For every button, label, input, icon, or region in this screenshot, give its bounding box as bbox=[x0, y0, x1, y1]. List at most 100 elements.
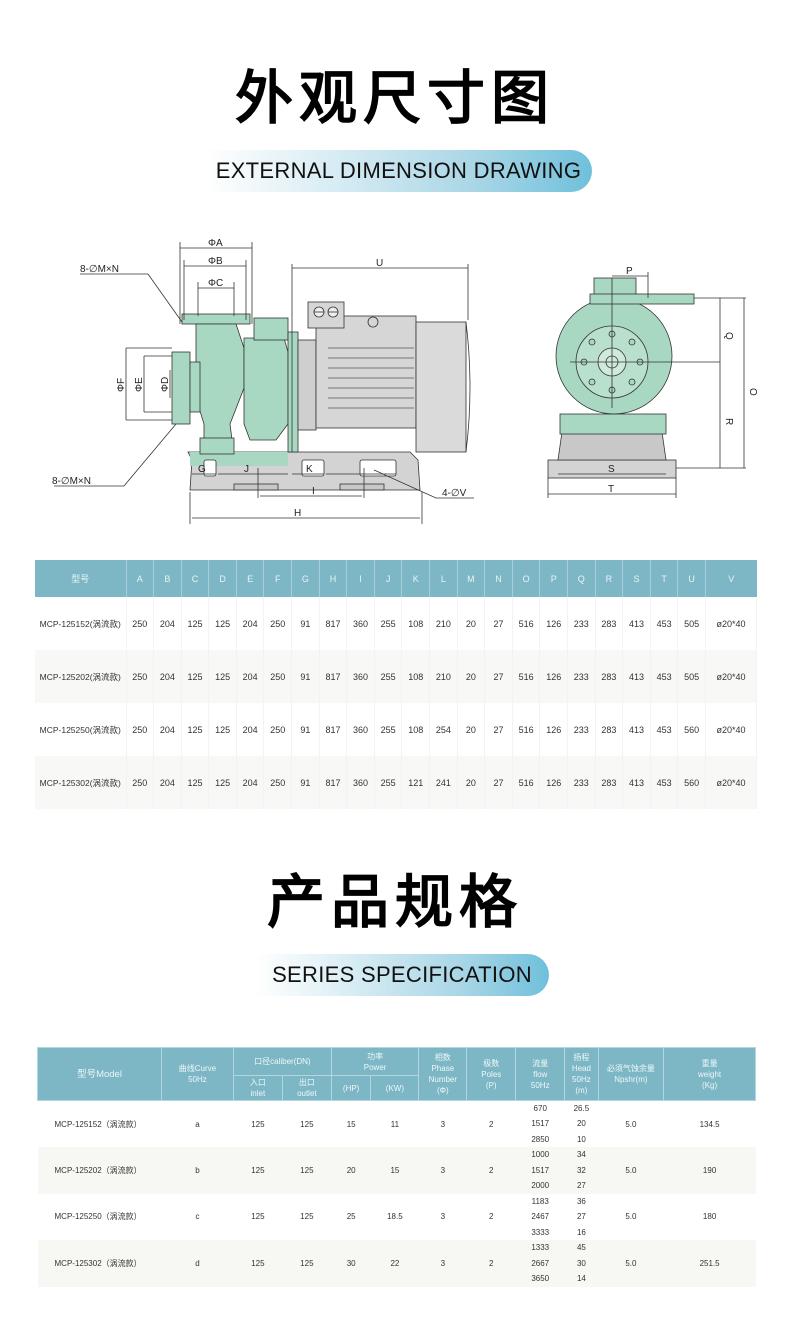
cell-flow: 1000 bbox=[515, 1147, 565, 1163]
cell-J: 255 bbox=[374, 703, 403, 756]
cell-flow: 3650 bbox=[515, 1271, 565, 1287]
cell-N: 27 bbox=[484, 597, 513, 650]
cell-npshr: 5.0 bbox=[598, 1147, 664, 1194]
header-J: J bbox=[374, 560, 403, 597]
cell-Q: 233 bbox=[567, 703, 596, 756]
header-L: L bbox=[429, 560, 458, 597]
cell-F: 250 bbox=[263, 650, 293, 703]
cell-O: 516 bbox=[512, 597, 541, 650]
cell-K: 121 bbox=[401, 756, 431, 809]
cell-H: 817 bbox=[319, 650, 348, 703]
label-Q: Q bbox=[723, 332, 734, 340]
cell-kw: 22 bbox=[370, 1240, 419, 1287]
cell-flow: 670 bbox=[533, 1104, 547, 1113]
label-G: G bbox=[198, 464, 206, 475]
cell-poles: 2 bbox=[489, 1119, 494, 1129]
cell-weight: 180 bbox=[702, 1212, 717, 1222]
label-P: P bbox=[626, 266, 633, 277]
cell-E: 204 bbox=[236, 650, 265, 703]
header-N: N bbox=[484, 560, 513, 597]
header-D: D bbox=[208, 560, 237, 597]
cell-G: 91 bbox=[291, 597, 320, 650]
header-Q: Q bbox=[567, 560, 596, 597]
cell-M: 20 bbox=[457, 756, 486, 809]
subtitle-text: EXTERNAL DIMENSION DRAWING bbox=[215, 158, 582, 183]
cell-Q: 233 bbox=[567, 650, 596, 703]
header-T: T bbox=[650, 560, 679, 597]
cell-model: MCP-125250(涡流款) bbox=[35, 703, 127, 756]
cell-T: 453 bbox=[650, 703, 679, 756]
cell-G: 91 bbox=[291, 650, 320, 703]
cell-model: MCP-125202（涡流款） bbox=[37, 1147, 162, 1194]
cell-head: 27 bbox=[576, 1212, 586, 1222]
cell-inlet: 125 bbox=[233, 1147, 283, 1194]
cell-phase: 3 bbox=[418, 1240, 467, 1287]
cell-hp: 25 bbox=[346, 1212, 356, 1222]
cell-hp: 30 bbox=[331, 1240, 371, 1287]
cell-head: 26.5 bbox=[573, 1104, 590, 1113]
cell-G: 91 bbox=[291, 703, 320, 756]
header-A: A bbox=[126, 560, 155, 597]
cell-hp: 15 bbox=[346, 1119, 356, 1129]
cell-Q: 233 bbox=[567, 756, 596, 809]
cell-O: 516 bbox=[512, 756, 541, 809]
cell-inlet: 125 bbox=[251, 1212, 265, 1222]
cell-head: 16 bbox=[576, 1227, 586, 1237]
cell-phase: 3 bbox=[440, 1212, 446, 1222]
section-title-specification: 产品规格 bbox=[266, 868, 523, 936]
cell-S: 413 bbox=[622, 756, 651, 809]
cell-I: 360 bbox=[346, 650, 375, 703]
cell-weight: 251.5 bbox=[663, 1240, 756, 1287]
cell-D: 125 bbox=[208, 597, 237, 650]
header-B: B bbox=[153, 560, 182, 597]
cell-C: 125 bbox=[181, 703, 210, 756]
cell-S: 413 bbox=[622, 703, 651, 756]
label-phiE: ΦE bbox=[134, 377, 145, 392]
cell-kw: 11 bbox=[390, 1119, 400, 1129]
label-anchor: 4-∅V bbox=[442, 488, 467, 499]
label-phiB: ΦB bbox=[208, 256, 223, 267]
header-K: K bbox=[401, 560, 431, 597]
cell-K: 108 bbox=[401, 650, 431, 703]
cell-I: 360 bbox=[346, 703, 375, 756]
header-F: F bbox=[263, 560, 293, 597]
label-O: O bbox=[747, 388, 758, 396]
cell-model: MCP-125152(涡流款) bbox=[35, 597, 127, 650]
cell-B: 204 bbox=[153, 703, 182, 756]
cell-poles: 2 bbox=[489, 1212, 494, 1222]
header-model: 型号 bbox=[35, 560, 127, 597]
cell-head: 27 bbox=[564, 1178, 599, 1194]
cell-poles: 2 bbox=[466, 1147, 516, 1194]
cell-head: 14 bbox=[564, 1271, 599, 1287]
cell-head: 36 bbox=[576, 1196, 586, 1206]
cell-B: 204 bbox=[153, 650, 182, 703]
section-subtitle-dimension: EXTERNAL DIMENSION DRAWING bbox=[205, 150, 592, 192]
cell-A: 250 bbox=[126, 597, 155, 650]
cell-inlet: 125 bbox=[233, 1240, 283, 1287]
cell-N: 27 bbox=[484, 703, 513, 756]
cell-flow: 1333 bbox=[515, 1240, 565, 1256]
cell-D: 125 bbox=[208, 650, 237, 703]
cell-curve: d bbox=[161, 1240, 234, 1287]
subtitle-text: SERIES SPECIFICATION bbox=[272, 962, 532, 987]
cell-model: MCP-125152（涡流款） bbox=[54, 1119, 142, 1129]
cell-C: 125 bbox=[181, 756, 210, 809]
section-title-dimension: 外观尺寸图 bbox=[234, 64, 555, 132]
cell-V: ø20*40 bbox=[705, 703, 758, 756]
cell-curve: c bbox=[195, 1212, 200, 1222]
cell-head: 10 bbox=[576, 1134, 586, 1144]
cell-T: 453 bbox=[650, 597, 679, 650]
